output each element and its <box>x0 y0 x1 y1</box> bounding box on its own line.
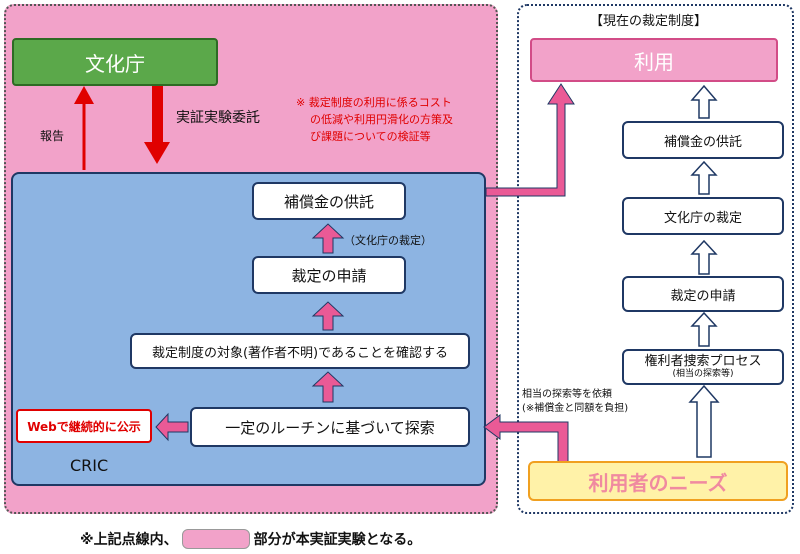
note-line-2: の低減や利用円滑化の方策及 <box>310 113 453 126</box>
commission-label: 実証実験委託 <box>176 110 260 126</box>
search-request-note: 相当の探索等を依頼 (※補償金と同額を負担) <box>522 388 628 416</box>
cric-confirm-box: 裁定制度の対象(著作者不明)であることを確認する <box>130 333 470 369</box>
cric-up-arrows <box>311 223 345 403</box>
up-arrow-search-to-apply <box>690 311 718 347</box>
cric-deposit-label: 補償金の供託 <box>283 192 374 211</box>
right-up-arrows <box>688 84 720 458</box>
apply-box: 裁定の申請 <box>622 276 784 312</box>
up-arrow-needs-to-search <box>688 384 720 458</box>
use-box: 利用 <box>530 38 778 82</box>
report-arrowhead <box>74 86 94 104</box>
request-line-2: (※補償金と同額を負担) <box>522 403 629 414</box>
cric-confirm-label: 裁定制度の対象(著作者不明)であることを確認する <box>151 345 448 361</box>
note-line-1: ※ 裁定制度の利用に係るコスト <box>296 96 452 109</box>
web-publication-label: Webで継続的に公示 <box>27 419 141 434</box>
cric-label: CRIC <box>70 456 109 475</box>
current-system-title: 【現在の裁定制度】 <box>590 14 708 29</box>
footer-pink-swatch <box>181 529 250 549</box>
up-arrow-confirm-to-apply <box>311 301 345 331</box>
up-arrow-deposit-to-use <box>690 84 718 119</box>
connector-needs-to-search <box>483 414 569 464</box>
agency-box: 文化庁 <box>12 38 218 86</box>
commission-arrowhead <box>144 142 170 164</box>
up-arrow-ruling-to-deposit <box>690 160 718 195</box>
cric-apply-label: 裁定の申請 <box>291 266 367 285</box>
user-needs-box: 利用者のニーズ <box>528 461 788 501</box>
report-label: 報告 <box>40 129 65 143</box>
connector-cric-to-use <box>485 83 575 197</box>
search-process-label: 権利者捜索プロセス <box>644 354 762 369</box>
use-label: 利用 <box>634 49 674 74</box>
footer-prefix: ※上記点線内、 <box>80 532 178 548</box>
cric-agency-ruling: （文化庁の裁定） <box>344 234 432 247</box>
cric-deposit-box: 補償金の供託 <box>252 182 406 220</box>
left-arrow-search-to-web <box>155 412 189 442</box>
agency-label: 文化庁 <box>85 51 145 76</box>
footer-suffix: 部分が本実証実験となる。 <box>253 532 422 548</box>
user-needs-label: 利用者のニーズ <box>588 470 728 495</box>
verification-note: ※ 裁定制度の利用に係るコスト の低減や利用円滑化の方策及 び課題についての検証… <box>296 94 496 145</box>
search-process-sublabel: (相当の探索等) <box>672 369 734 379</box>
cric-search-label: 一定のルーチンに基づいて探索 <box>225 418 435 437</box>
deposit-box: 補償金の供託 <box>622 121 784 159</box>
search-process-box: 権利者捜索プロセス (相当の探索等) <box>622 349 784 385</box>
agency-ruling-label: 文化庁の裁定 <box>663 210 742 226</box>
web-publication-box: Webで継続的に公示 <box>16 409 152 443</box>
cric-search-box: 一定のルーチンに基づいて探索 <box>190 407 470 447</box>
commission-arrow <box>152 86 163 144</box>
up-arrow-apply-to-deposit <box>311 223 345 254</box>
apply-label: 裁定の申請 <box>670 288 736 304</box>
footer-note: ※上記点線内、 部分が本実証実験となる。 <box>80 528 421 550</box>
agency-ruling-box: 文化庁の裁定 <box>622 197 784 235</box>
up-arrow-search-to-confirm <box>311 371 345 403</box>
up-arrow-apply-to-ruling <box>690 239 718 275</box>
request-line-1: 相当の探索等を依頼 <box>522 389 612 400</box>
deposit-label: 補償金の供託 <box>663 134 742 150</box>
note-line-3: び課題についての検証等 <box>310 130 431 143</box>
cric-apply-box: 裁定の申請 <box>252 256 406 294</box>
